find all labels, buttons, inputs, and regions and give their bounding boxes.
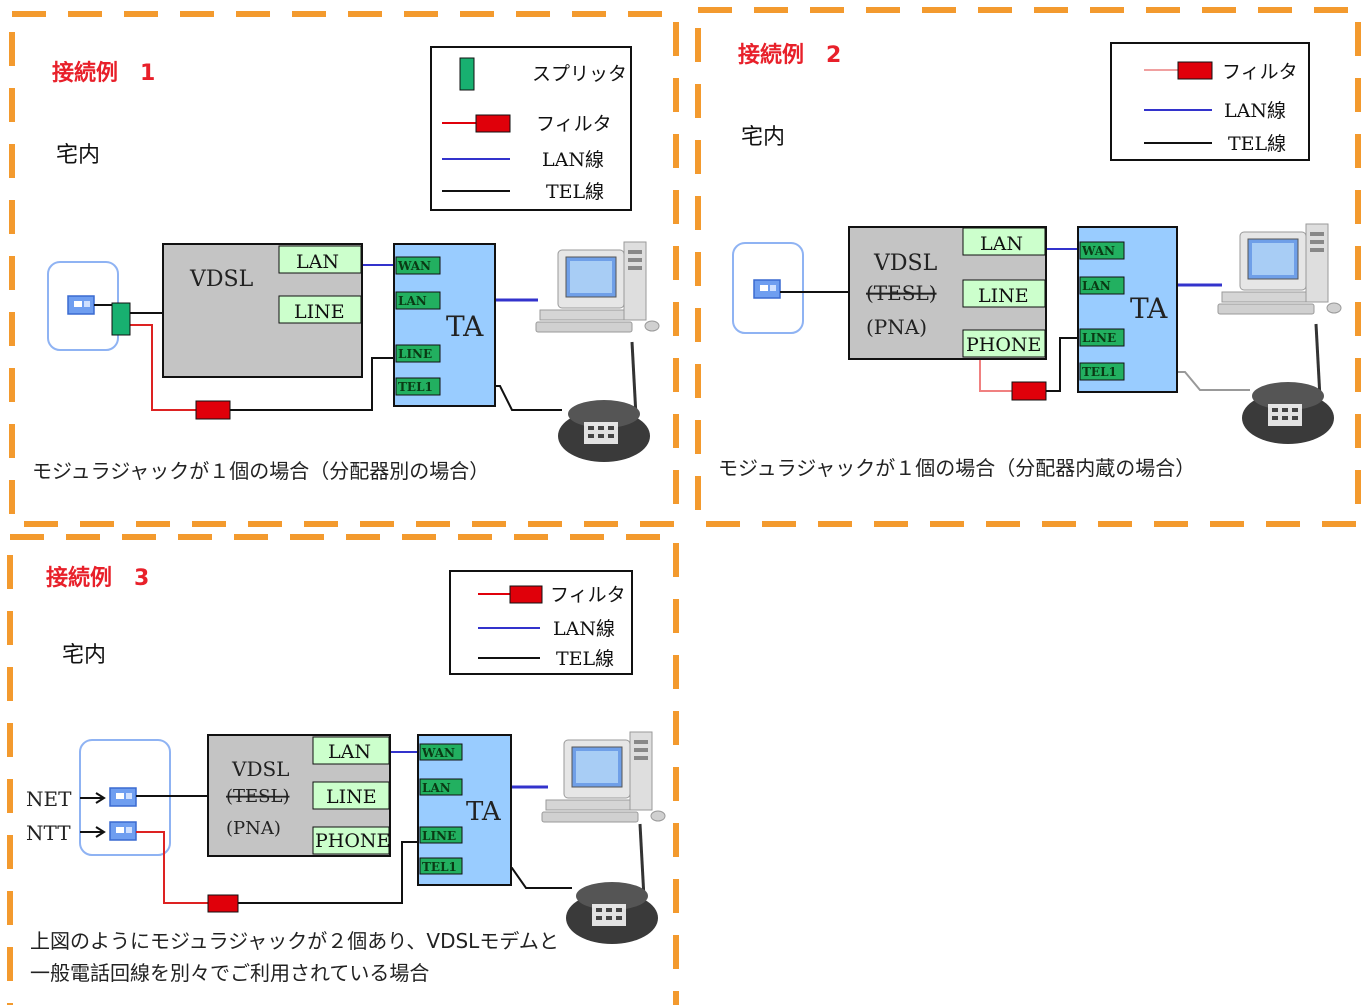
example-3-caption-line-1: 上図のようにモジュラジャックが２個あり、VDSLモデムと bbox=[30, 929, 559, 953]
example-3-legend: フィルタ LAN線 TEL線 bbox=[449, 570, 633, 675]
example-1: 接続例 1 宅内 スプリッタ フィルタ LAN線 TEL線 VDSL bbox=[9, 11, 679, 527]
modular-jack-icon bbox=[753, 279, 781, 299]
computer-icon bbox=[541, 731, 666, 823]
ta-port-wan: WAN bbox=[1081, 244, 1115, 258]
legend-tel-label: TEL線 bbox=[556, 648, 614, 670]
net-jack-icon bbox=[109, 787, 137, 807]
ta-port-lan: LAN bbox=[398, 294, 427, 308]
legend-tel-label: TEL線 bbox=[1228, 133, 1286, 155]
telephone-icon bbox=[564, 822, 660, 946]
vdsl-modem: VDSL (TESL) (PNA) LAN LINE PHONE bbox=[848, 226, 1047, 360]
example-1-frame bbox=[9, 11, 679, 527]
computer-icon bbox=[535, 241, 660, 333]
splitter bbox=[111, 302, 131, 336]
example-2-home-label: 宅内 bbox=[741, 125, 785, 150]
legend-filter-label: フィルタ bbox=[1222, 61, 1298, 83]
vdsl-pna-label: (PNA) bbox=[866, 315, 927, 339]
legend-lan-label: LAN線 bbox=[1224, 100, 1286, 122]
example-1-title: 接続例 1 bbox=[52, 60, 155, 86]
legend-lan-label: LAN線 bbox=[553, 618, 615, 640]
terminal-adapter: WAN LAN LINE TEL1 TA bbox=[393, 243, 496, 407]
filter-legend-icon bbox=[1177, 61, 1213, 80]
vdsl-port-line: LINE bbox=[978, 285, 1029, 307]
vdsl-port-lan: LAN bbox=[980, 233, 1023, 255]
filter bbox=[195, 400, 231, 420]
example-1-caption: モジュラジャックが１個の場合（分配器別の場合） bbox=[32, 459, 489, 483]
example-1-home-label: 宅内 bbox=[56, 143, 100, 168]
example-2-title: 接続例 2 bbox=[738, 42, 841, 68]
vdsl-port-line: LINE bbox=[294, 301, 345, 323]
modular-jack-icon bbox=[67, 295, 95, 315]
example-1-legend: スプリッタ フィルタ LAN線 TEL線 bbox=[430, 46, 632, 211]
ta-label: TA bbox=[466, 797, 502, 827]
ta-port-lan: LAN bbox=[422, 781, 451, 795]
ntt-jack-icon bbox=[109, 821, 137, 841]
computer-icon bbox=[1217, 223, 1342, 315]
ta-port-tel1: TEL1 bbox=[422, 860, 457, 874]
example-2: 接続例 2 宅内 フィルタ LAN線 TEL線 VDSL (TESL) (PNA… bbox=[695, 7, 1361, 527]
example-2-frame bbox=[695, 7, 1361, 527]
example-2-caption: モジュラジャックが１個の場合（分配器内蔵の場合） bbox=[718, 456, 1195, 480]
filter bbox=[207, 894, 239, 913]
vdsl-modem: VDSL LAN LINE bbox=[162, 243, 363, 378]
vdsl-label: VDSL bbox=[189, 267, 254, 292]
example-3: 接続例 3 宅内 フィルタ LAN線 TEL線 NET NTT V bbox=[7, 534, 679, 1005]
ta-port-wan: WAN bbox=[397, 259, 431, 273]
terminal-adapter: WAN LAN LINE TEL1 TA bbox=[417, 734, 512, 886]
vdsl-tesl-label: (TESL) bbox=[866, 281, 937, 305]
vdsl-modem: VDSL (TESL) (PNA) LAN LINE PHONE bbox=[207, 734, 391, 857]
ta-port-tel1: TEL1 bbox=[1082, 365, 1117, 379]
ta-port-line: LINE bbox=[1082, 331, 1116, 345]
vdsl-label: VDSL bbox=[873, 251, 938, 276]
ta-port-line: LINE bbox=[398, 347, 432, 361]
ta-port-tel1: TEL1 bbox=[398, 380, 433, 394]
terminal-adapter: WAN LAN LINE TEL1 TA bbox=[1077, 226, 1178, 393]
vdsl-pna-label: (PNA) bbox=[226, 818, 281, 839]
ntt-label: NTT bbox=[26, 821, 71, 845]
vdsl-tesl-label: (TESL) bbox=[226, 786, 289, 807]
net-label: NET bbox=[26, 787, 72, 811]
vdsl-port-phone: PHONE bbox=[966, 334, 1041, 356]
telephone-icon bbox=[1240, 322, 1336, 446]
vdsl-port-lan: LAN bbox=[296, 251, 339, 273]
vdsl-label: VDSL bbox=[231, 757, 289, 781]
filter bbox=[1011, 381, 1047, 401]
example-3-title: 接続例 3 bbox=[46, 565, 149, 591]
ta-label: TA bbox=[1130, 292, 1168, 325]
legend-lan-label: LAN線 bbox=[542, 149, 604, 171]
example-3-frame bbox=[7, 534, 679, 1005]
telephone-icon bbox=[556, 340, 652, 464]
splitter-legend-icon bbox=[459, 57, 475, 91]
legend-filter-label: フィルタ bbox=[536, 113, 612, 135]
example-3-home-label: 宅内 bbox=[62, 643, 106, 668]
ta-label: TA bbox=[446, 310, 484, 343]
vdsl-port-line: LINE bbox=[326, 786, 377, 808]
legend-filter-label: フィルタ bbox=[550, 584, 626, 606]
ta-port-line: LINE bbox=[422, 829, 456, 843]
legend-splitter-label: スプリッタ bbox=[532, 63, 627, 85]
filter-legend-icon bbox=[509, 585, 543, 604]
vdsl-port-phone: PHONE bbox=[315, 830, 390, 852]
filter-legend-icon bbox=[475, 114, 511, 133]
example-2-legend: フィルタ LAN線 TEL線 bbox=[1110, 42, 1310, 161]
example-3-caption-line-2: 一般電話回線を別々でご利用されている場合 bbox=[30, 961, 429, 985]
ta-port-wan: WAN bbox=[421, 746, 455, 760]
vdsl-port-lan: LAN bbox=[328, 741, 371, 763]
legend-tel-label: TEL線 bbox=[546, 181, 604, 203]
ta-port-lan: LAN bbox=[1082, 279, 1111, 293]
